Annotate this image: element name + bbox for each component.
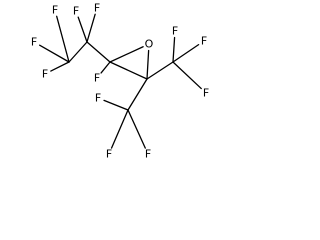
fluorine-atom-label: F [201, 35, 207, 48]
bond-c5-f8 [172, 43, 200, 63]
bond-c3-f6 [100, 61, 111, 74]
bond-c2-c3 [86, 41, 111, 63]
fluorine-atom-label: F [94, 2, 100, 15]
bond-c1-c2 [68, 41, 88, 63]
bond-c2-f4 [77, 16, 88, 43]
bonds [38, 13, 202, 149]
bond-c2-f5 [86, 13, 96, 43]
fluorine-atom-label: F [203, 87, 209, 100]
bond-c6-f10 [103, 99, 129, 111]
fluorine-atom-label: F [106, 148, 112, 161]
bond-c4-c5 [146, 61, 174, 80]
fluorine-atom-label: F [95, 92, 101, 105]
bond-c3-o1 [109, 46, 144, 63]
bond-c5-f7 [172, 36, 176, 63]
bond-c4-o1 [146, 49, 150, 80]
bond-c1-f2 [56, 15, 70, 63]
fluorine-atom-label: F [172, 25, 178, 38]
fluorine-atom-label: F [31, 36, 37, 49]
bond-c5-f9 [172, 61, 202, 90]
fluorine-atom-label: F [42, 68, 48, 81]
fluorine-atom-label: F [94, 72, 100, 85]
bond-c1-f1 [38, 44, 70, 63]
oxygen-atom-label: O [145, 38, 154, 51]
bond-c1-f3 [50, 61, 70, 72]
fluorine-atom-label: F [52, 4, 58, 17]
bond-c6-f12 [127, 109, 146, 149]
bond-c3-c4 [109, 61, 148, 80]
fluorine-atom-label: F [145, 148, 151, 161]
bond-c6-f11 [110, 109, 129, 149]
fluorine-atom-label: F [73, 5, 79, 18]
bond-c4-c6 [127, 78, 148, 111]
